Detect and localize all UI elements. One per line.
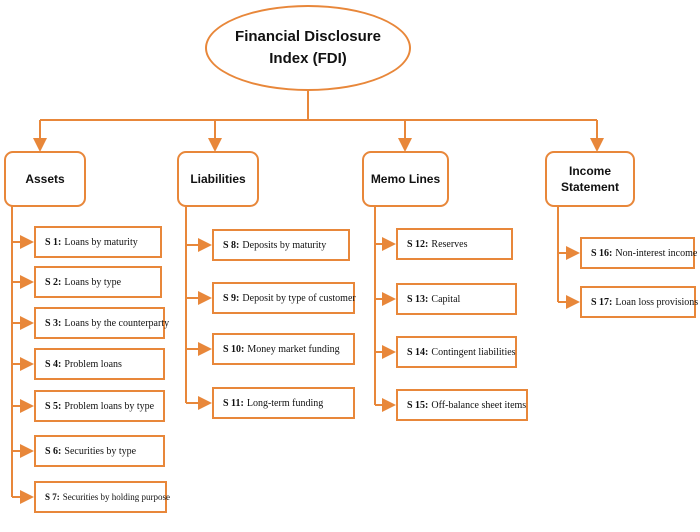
item-s10: S 10:Money market funding [212, 333, 355, 365]
item-text: Securities by holding purpose [62, 492, 171, 502]
root-title-line2: Index (FDI) [269, 50, 347, 67]
category-label: Memo Lines [370, 172, 441, 186]
item-text: Off-balance sheet items [431, 399, 527, 411]
item-code: S 13: [407, 293, 429, 305]
item-s11: S 11:Long-term funding [212, 387, 355, 419]
item-code: S 4: [45, 358, 62, 370]
item-code: S 17: [591, 296, 613, 308]
item-code: S 10: [223, 343, 245, 355]
item-s9: S 9:Deposit by type of customer [212, 282, 356, 314]
item-text: Loans by type [64, 276, 122, 288]
item-text: Deposit by type of customer [242, 292, 356, 304]
item-text: Capital [431, 293, 461, 305]
category-assets: Assets [4, 151, 86, 207]
item-s12: S 12:Reserves [396, 228, 513, 260]
item-s15: S 15:Off-balance sheet items [396, 389, 528, 421]
root-title-line1: Financial Disclosure [235, 28, 381, 45]
item-code: S 11: [223, 397, 244, 409]
item-code: S 9: [223, 292, 240, 304]
category-label: Assets [25, 172, 65, 186]
category-label-line2: Statement [560, 180, 619, 194]
item-text: Money market funding [247, 343, 340, 355]
item-text: Reserves [431, 238, 468, 250]
item-code: S 8: [223, 239, 240, 251]
item-text: Loans by maturity [64, 236, 138, 248]
item-code: S 14: [407, 346, 429, 358]
item-code: S 15: [407, 399, 429, 411]
category-liabilities: Liabilities [177, 151, 259, 207]
item-s6: S 6:Securities by type [34, 435, 165, 467]
item-code: S 7: [45, 492, 60, 502]
item-s14: S 14:Contingent liabilities [396, 336, 517, 368]
item-text: Long-term funding [246, 397, 324, 409]
item-s4: S 4:Problem loans [34, 348, 165, 380]
item-text: Contingent liabilities [431, 346, 516, 358]
category-memo-lines: Memo Lines [362, 151, 449, 207]
item-s3: S 3:Loans by the counterparty [34, 307, 169, 339]
category-label: Liabilities [190, 172, 246, 186]
item-text: Problem loans [64, 358, 122, 370]
item-code: S 3: [45, 317, 62, 329]
item-code: S 16: [591, 247, 613, 259]
item-code: S 1: [45, 236, 62, 248]
item-s13: S 13:Capital [396, 283, 517, 315]
item-code: S 5: [45, 400, 62, 412]
item-code: S 2: [45, 276, 62, 288]
item-code: S 6: [45, 445, 62, 457]
item-s17: S 17:Loan loss provisions [580, 286, 699, 318]
item-s2: S 2:Loans by type [34, 266, 162, 298]
item-s5: S 5:Problem loans by type [34, 390, 165, 422]
item-text: Loan loss provisions [615, 296, 699, 308]
item-code: S 12: [407, 238, 429, 250]
item-s8: S 8:Deposits by maturity [212, 229, 350, 261]
item-s16: S 16:Non-interest income [580, 237, 698, 269]
item-s1: S 1:Loans by maturity [34, 226, 162, 258]
item-s7: S 7:Securities by holding purpose [34, 481, 171, 513]
item-text: Non-interest income [615, 247, 698, 259]
item-text: Loans by the counterparty [64, 317, 170, 329]
item-text: Securities by type [64, 445, 137, 457]
item-text: Problem loans by type [64, 400, 155, 412]
category-label-line1: Income [568, 164, 611, 178]
item-text: Deposits by maturity [242, 239, 327, 251]
